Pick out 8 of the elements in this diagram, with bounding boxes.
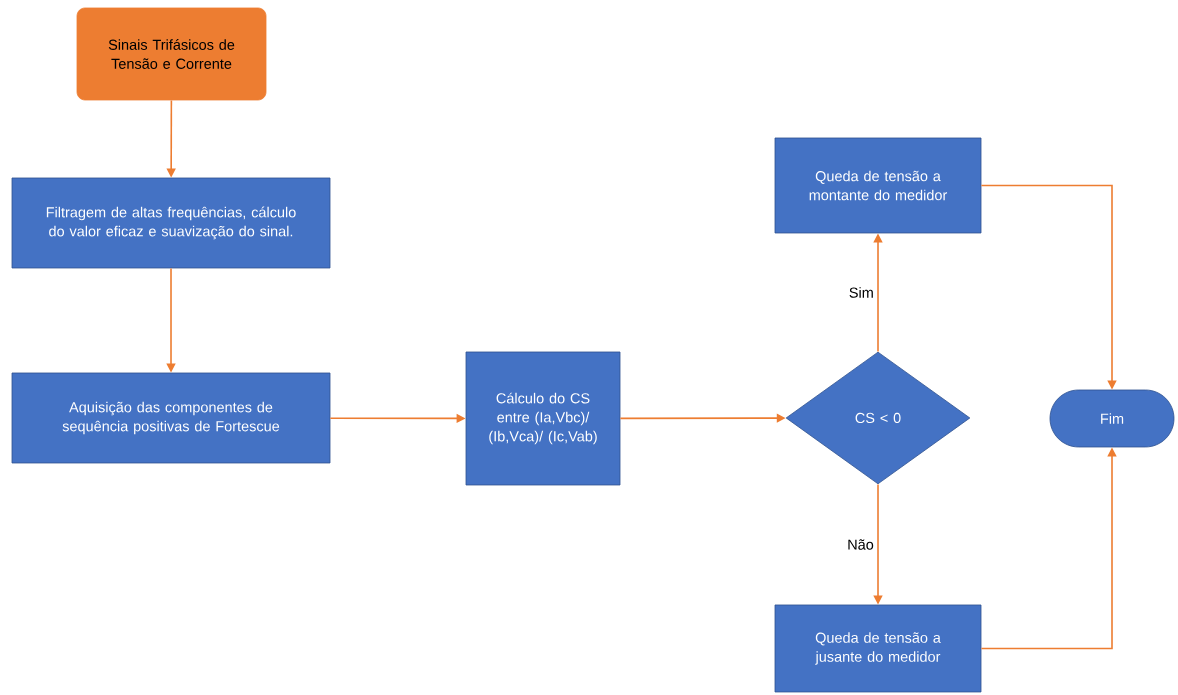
edge-label: Sim [847,286,875,299]
process-box: Aquisição das componentes de sequência positivas de Fortescue [11,372,331,464]
process-box: Queda de tensão a jusante do medidor [774,604,982,693]
process-box: Cálculo do CS entre (Ia,Vbc)/ (Ib,Vca)/ (Ic,Vab) [465,351,621,486]
process-box: Queda de tensão a montante do medidor [774,137,982,234]
process-box: Filtragem de altas frequências, cálculo do valor eficaz e suavização do sinal. [11,177,331,269]
edge-label: Não [846,538,875,551]
start-box: Sinais Trifásicos de Tensão e Corrente [76,7,267,101]
